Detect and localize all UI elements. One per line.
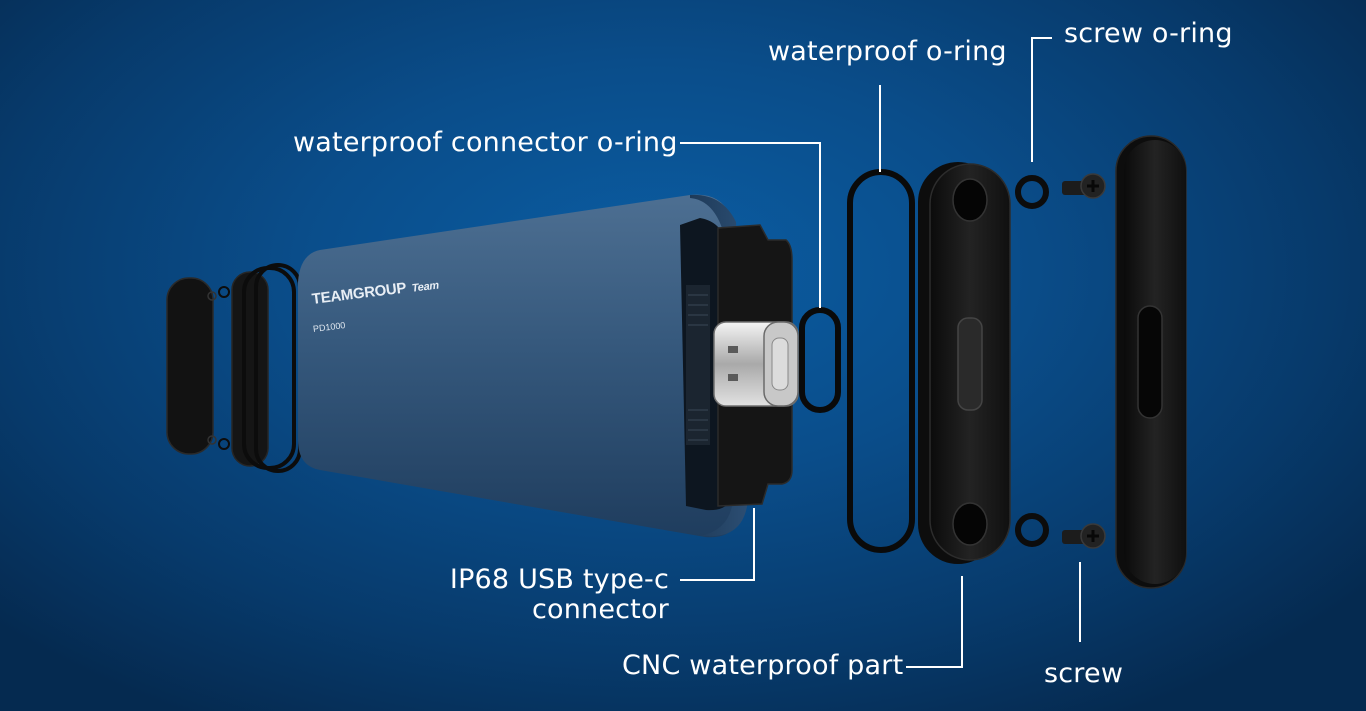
label-connector-oring: waterproof connector o-ring	[293, 127, 678, 158]
label-usb-line2: connector	[531, 594, 669, 626]
connector-oring	[799, 307, 841, 413]
label-usb-connector: IP68 USB type-c connector	[449, 564, 669, 626]
ssd-body	[298, 194, 748, 538]
brand-logo-mark: Team	[411, 279, 440, 295]
callout-line-cnc	[906, 576, 963, 668]
left-end-cap	[166, 263, 302, 473]
screw-bottom	[1062, 523, 1106, 549]
usb-c-connector	[713, 224, 799, 507]
label-screw: screw	[1044, 658, 1124, 689]
callout-lines	[680, 37, 1081, 668]
label-screw-oring: screw o-ring	[1064, 18, 1233, 49]
screw-top	[1062, 173, 1106, 199]
label-waterproof-oring: waterproof o-ring	[768, 36, 1007, 67]
screw-oring-top	[1015, 175, 1049, 209]
callout-line-usb	[680, 508, 755, 581]
screw-oring-bottom	[1015, 513, 1049, 547]
callout-line-screw-oring	[1031, 37, 1052, 162]
label-cnc-part: CNC waterproof part	[622, 650, 904, 681]
callout-line-connector-oring	[680, 142, 821, 308]
waterproof-oring	[847, 169, 915, 553]
cnc-waterproof-part	[918, 162, 1011, 564]
end-cover-plate	[1115, 135, 1187, 589]
label-usb-line1: IP68 USB type-c	[449, 564, 669, 595]
